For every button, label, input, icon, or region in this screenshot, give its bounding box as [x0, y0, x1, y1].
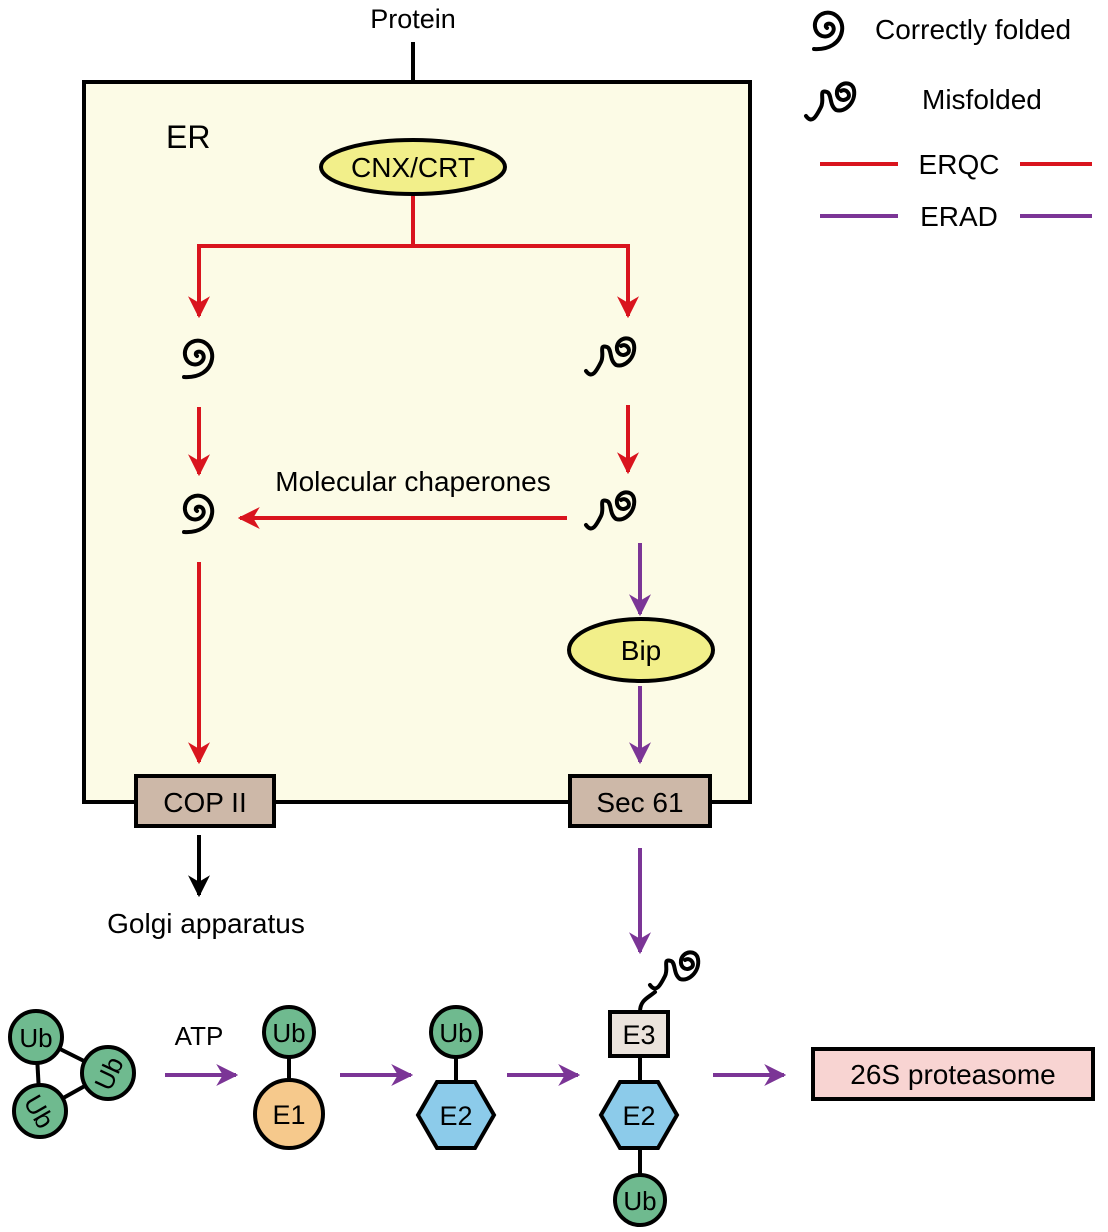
bip-oval: [567, 617, 715, 683]
e3-complex: E3 E2 Ub: [598, 950, 701, 1227]
legend-erqc: ERQC: [919, 149, 1000, 180]
misfolded-icon: [648, 950, 701, 991]
ubiquitin-icon: [12, 1083, 68, 1139]
cnx-crt-oval: [319, 138, 507, 196]
e2-label: E2: [622, 1101, 655, 1131]
bip-label: Bip: [621, 635, 661, 666]
atp-label: ATP: [175, 1021, 224, 1051]
molecular-chaperones-label: Molecular chaperones: [275, 466, 551, 497]
e3-ligase: [608, 1010, 670, 1058]
e2-complex: Ub E2: [415, 1005, 497, 1150]
proteasome-box: [811, 1047, 1095, 1101]
ubiquitin-icon: [429, 1005, 483, 1059]
e3-label: E3: [622, 1020, 655, 1050]
cnx-crt-label: CNX/CRT: [351, 152, 475, 183]
misfolded-icon: [804, 81, 857, 122]
e1-enzyme: [253, 1078, 325, 1150]
proteasome-label: 26S proteasome: [850, 1059, 1055, 1090]
ub-label: Ub: [19, 1023, 52, 1053]
ubiquitin-pool: Ub Ub Ub: [8, 1009, 136, 1139]
ubiquitin-icon: [80, 1045, 136, 1101]
ub-label: Ub: [439, 1018, 472, 1048]
legend-misfolded: Misfolded: [922, 84, 1042, 115]
cop2-port: [134, 774, 276, 828]
legend-erad: ERAD: [920, 201, 998, 232]
e1-label: E1: [272, 1100, 305, 1130]
ub-label: Ub: [272, 1018, 305, 1048]
ubiquitin-icon: [262, 1005, 316, 1059]
erqc-branch-line: [197, 196, 630, 248]
ubiquitin-icon: [613, 1173, 667, 1227]
correctly-folded-icon: [812, 10, 845, 52]
e2-enzyme: [598, 1080, 680, 1150]
ubiquitin-icon: [8, 1009, 64, 1065]
golgi-label: Golgi apparatus: [107, 908, 305, 939]
ub-label: Ub: [623, 1186, 656, 1216]
e2-enzyme: [415, 1080, 497, 1150]
protein-label: Protein: [370, 4, 456, 34]
sec61-port: [568, 774, 712, 828]
e2-label: E2: [439, 1101, 472, 1131]
cop2-label: COP II: [163, 787, 247, 818]
er-label: ER: [166, 119, 210, 155]
sec61-label: Sec 61: [596, 787, 683, 818]
e1-complex: Ub E1: [253, 1005, 325, 1150]
legend-correctly-folded: Correctly folded: [875, 14, 1071, 45]
